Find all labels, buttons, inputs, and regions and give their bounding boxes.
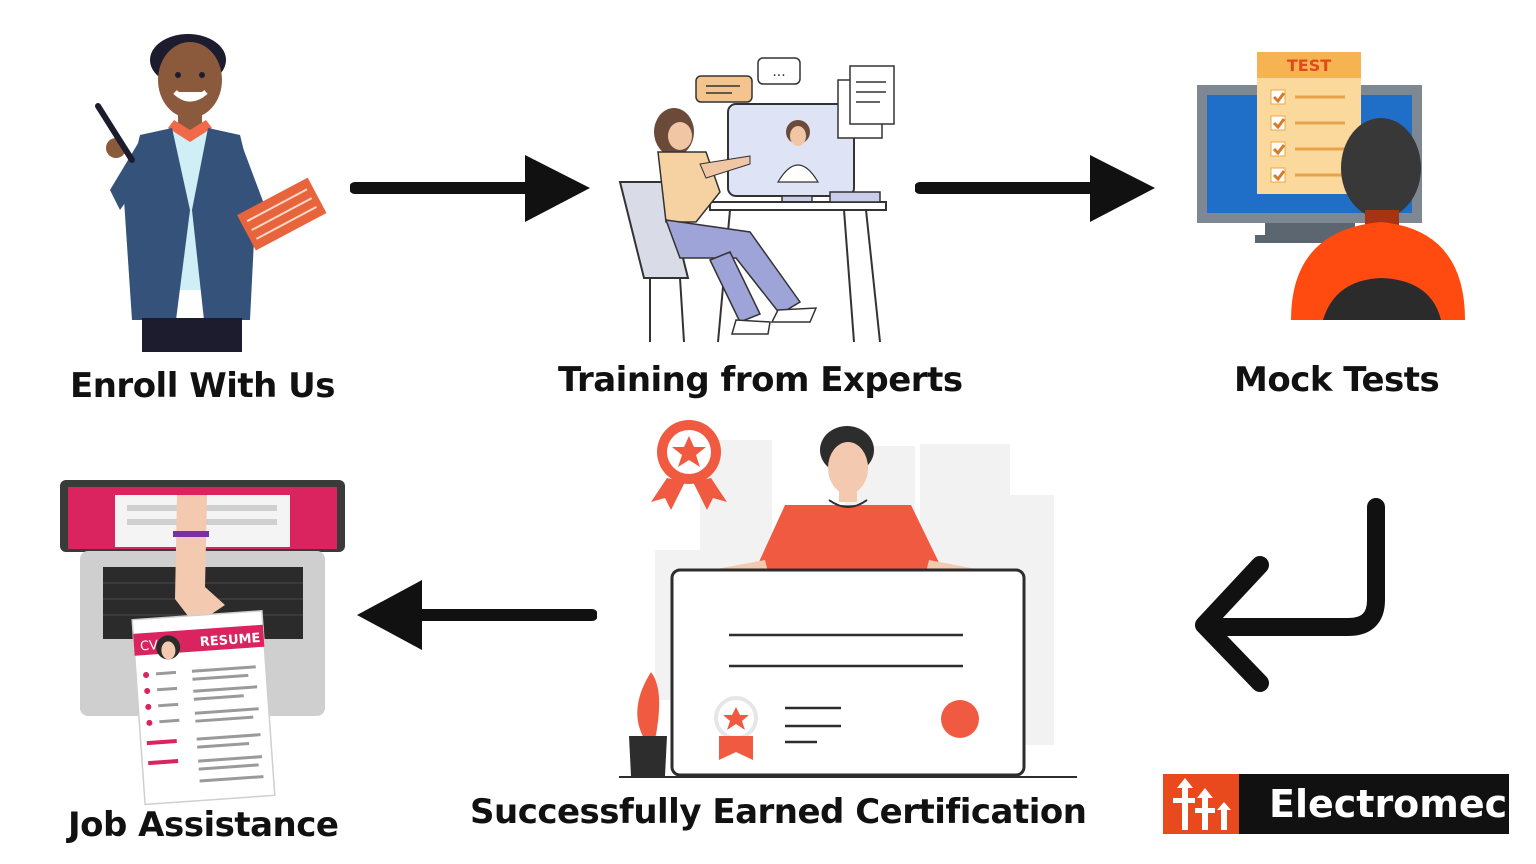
enroll-illustration <box>80 20 330 355</box>
step-label-certification: Successfully Earned Certification <box>470 792 1087 832</box>
svg-text:...: ... <box>772 64 785 80</box>
arrow-return-icon <box>1195 498 1385 692</box>
mock-test-icon: TEST <box>1197 52 1465 320</box>
resume-label: RESUME <box>199 631 261 650</box>
cv-label: CV <box>140 638 159 654</box>
resume-laptop-icon: CV RESUME <box>60 480 345 805</box>
step-label-mock: Mock Tests <box>1234 360 1440 400</box>
online-training-icon: ... <box>618 57 895 343</box>
brand-name: Electromech <box>1269 782 1535 826</box>
arrow-return <box>1190 495 1395 700</box>
step-label-job: Job Assistance <box>68 805 339 845</box>
arrow-right-icon <box>915 155 1155 222</box>
brand-logo: Electromech <box>1163 774 1534 834</box>
test-sheet-title: TEST <box>1287 56 1331 75</box>
arrow-right-1 <box>350 150 595 230</box>
training-illustration: ... <box>610 52 930 352</box>
certification-illustration <box>615 410 1085 785</box>
job-illustration: CV RESUME <box>55 475 350 805</box>
brand-mark-icon <box>1163 774 1239 834</box>
certificate-icon <box>619 420 1077 778</box>
step-label-enroll: Enroll With Us <box>70 366 336 406</box>
arrow-left-1 <box>352 575 597 655</box>
teacher-with-book-icon <box>95 34 327 352</box>
arrow-right-2 <box>915 150 1160 230</box>
step-label-training: Training from Experts <box>558 360 963 400</box>
mock-illustration: TEST <box>1195 50 1470 325</box>
arrow-left-icon <box>357 580 597 650</box>
arrow-right-icon <box>350 155 590 222</box>
